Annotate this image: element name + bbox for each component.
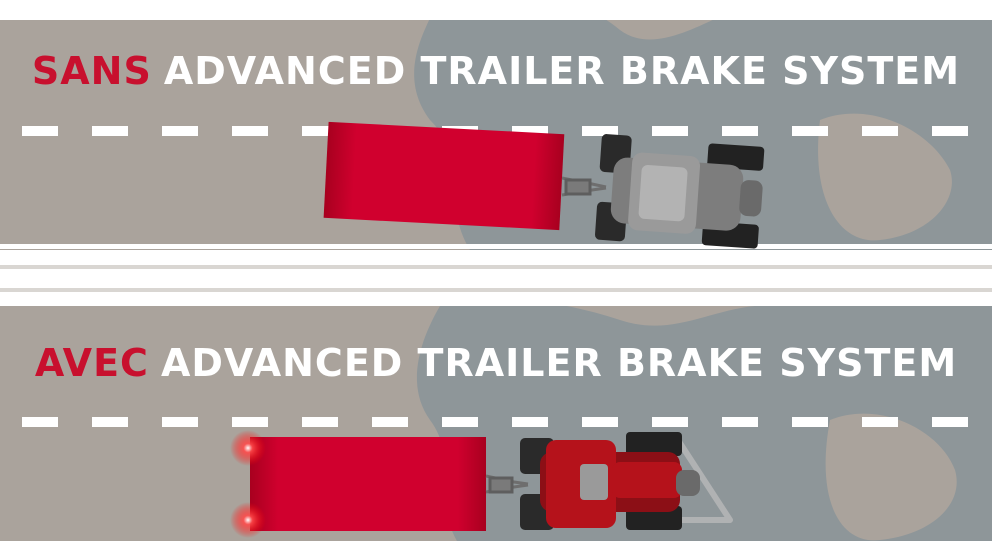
- lane-dash: [652, 126, 688, 136]
- lane-edge-bottom: [0, 244, 992, 249]
- lane-dash: [162, 126, 198, 136]
- lane-dash: [22, 417, 58, 427]
- lane-dash: [22, 126, 58, 136]
- lane-edge-top: [0, 15, 992, 20]
- brake-light-upper: [230, 430, 266, 466]
- lane-dash: [932, 126, 968, 136]
- title-avec-prefix: AVEC: [35, 341, 149, 385]
- separator-gray-bottom: [0, 288, 992, 292]
- title-sans-prefix: SANS: [32, 49, 152, 93]
- trailer-avec: [250, 437, 486, 531]
- lane-dash: [232, 126, 268, 136]
- panel-avec: AVEC ADVANCED TRAILER BRAKE SYSTEM: [0, 298, 992, 546]
- separator: [0, 250, 992, 306]
- lane-dash: [162, 417, 198, 427]
- lane-dash: [92, 417, 128, 427]
- lane-dash: [582, 417, 618, 427]
- title-avec: AVEC ADVANCED TRAILER BRAKE SYSTEM: [35, 341, 957, 385]
- brake-light-lower: [230, 502, 266, 538]
- separator-gray-top: [0, 265, 992, 269]
- title-avec-label: ADVANCED TRAILER BRAKE SYSTEM: [161, 341, 957, 385]
- lane-dash: [442, 417, 478, 427]
- lane-dash: [862, 126, 898, 136]
- lane-dash: [92, 126, 128, 136]
- panel-sans: SANS ADVANCED TRAILER BRAKE SYSTEM: [0, 0, 992, 251]
- lane-dash: [232, 417, 268, 427]
- trailer-sans: [324, 122, 565, 230]
- lane-dash: [792, 126, 828, 136]
- lane-dash: [792, 417, 828, 427]
- title-sans: SANS ADVANCED TRAILER BRAKE SYSTEM: [32, 49, 960, 93]
- lane-dash: [722, 126, 758, 136]
- lane-dash: [862, 417, 898, 427]
- lane-dash: [932, 417, 968, 427]
- shadow-avec: [417, 298, 992, 546]
- lane-edge-bottom-avec: [0, 541, 992, 546]
- title-sans-label: ADVANCED TRAILER BRAKE SYSTEM: [164, 49, 960, 93]
- lane-dash: [512, 417, 548, 427]
- tractor-avec: [520, 432, 700, 530]
- lane-dash: [302, 417, 338, 427]
- lane-dash: [652, 417, 688, 427]
- lane-dash: [722, 417, 758, 427]
- lane-dash: [372, 417, 408, 427]
